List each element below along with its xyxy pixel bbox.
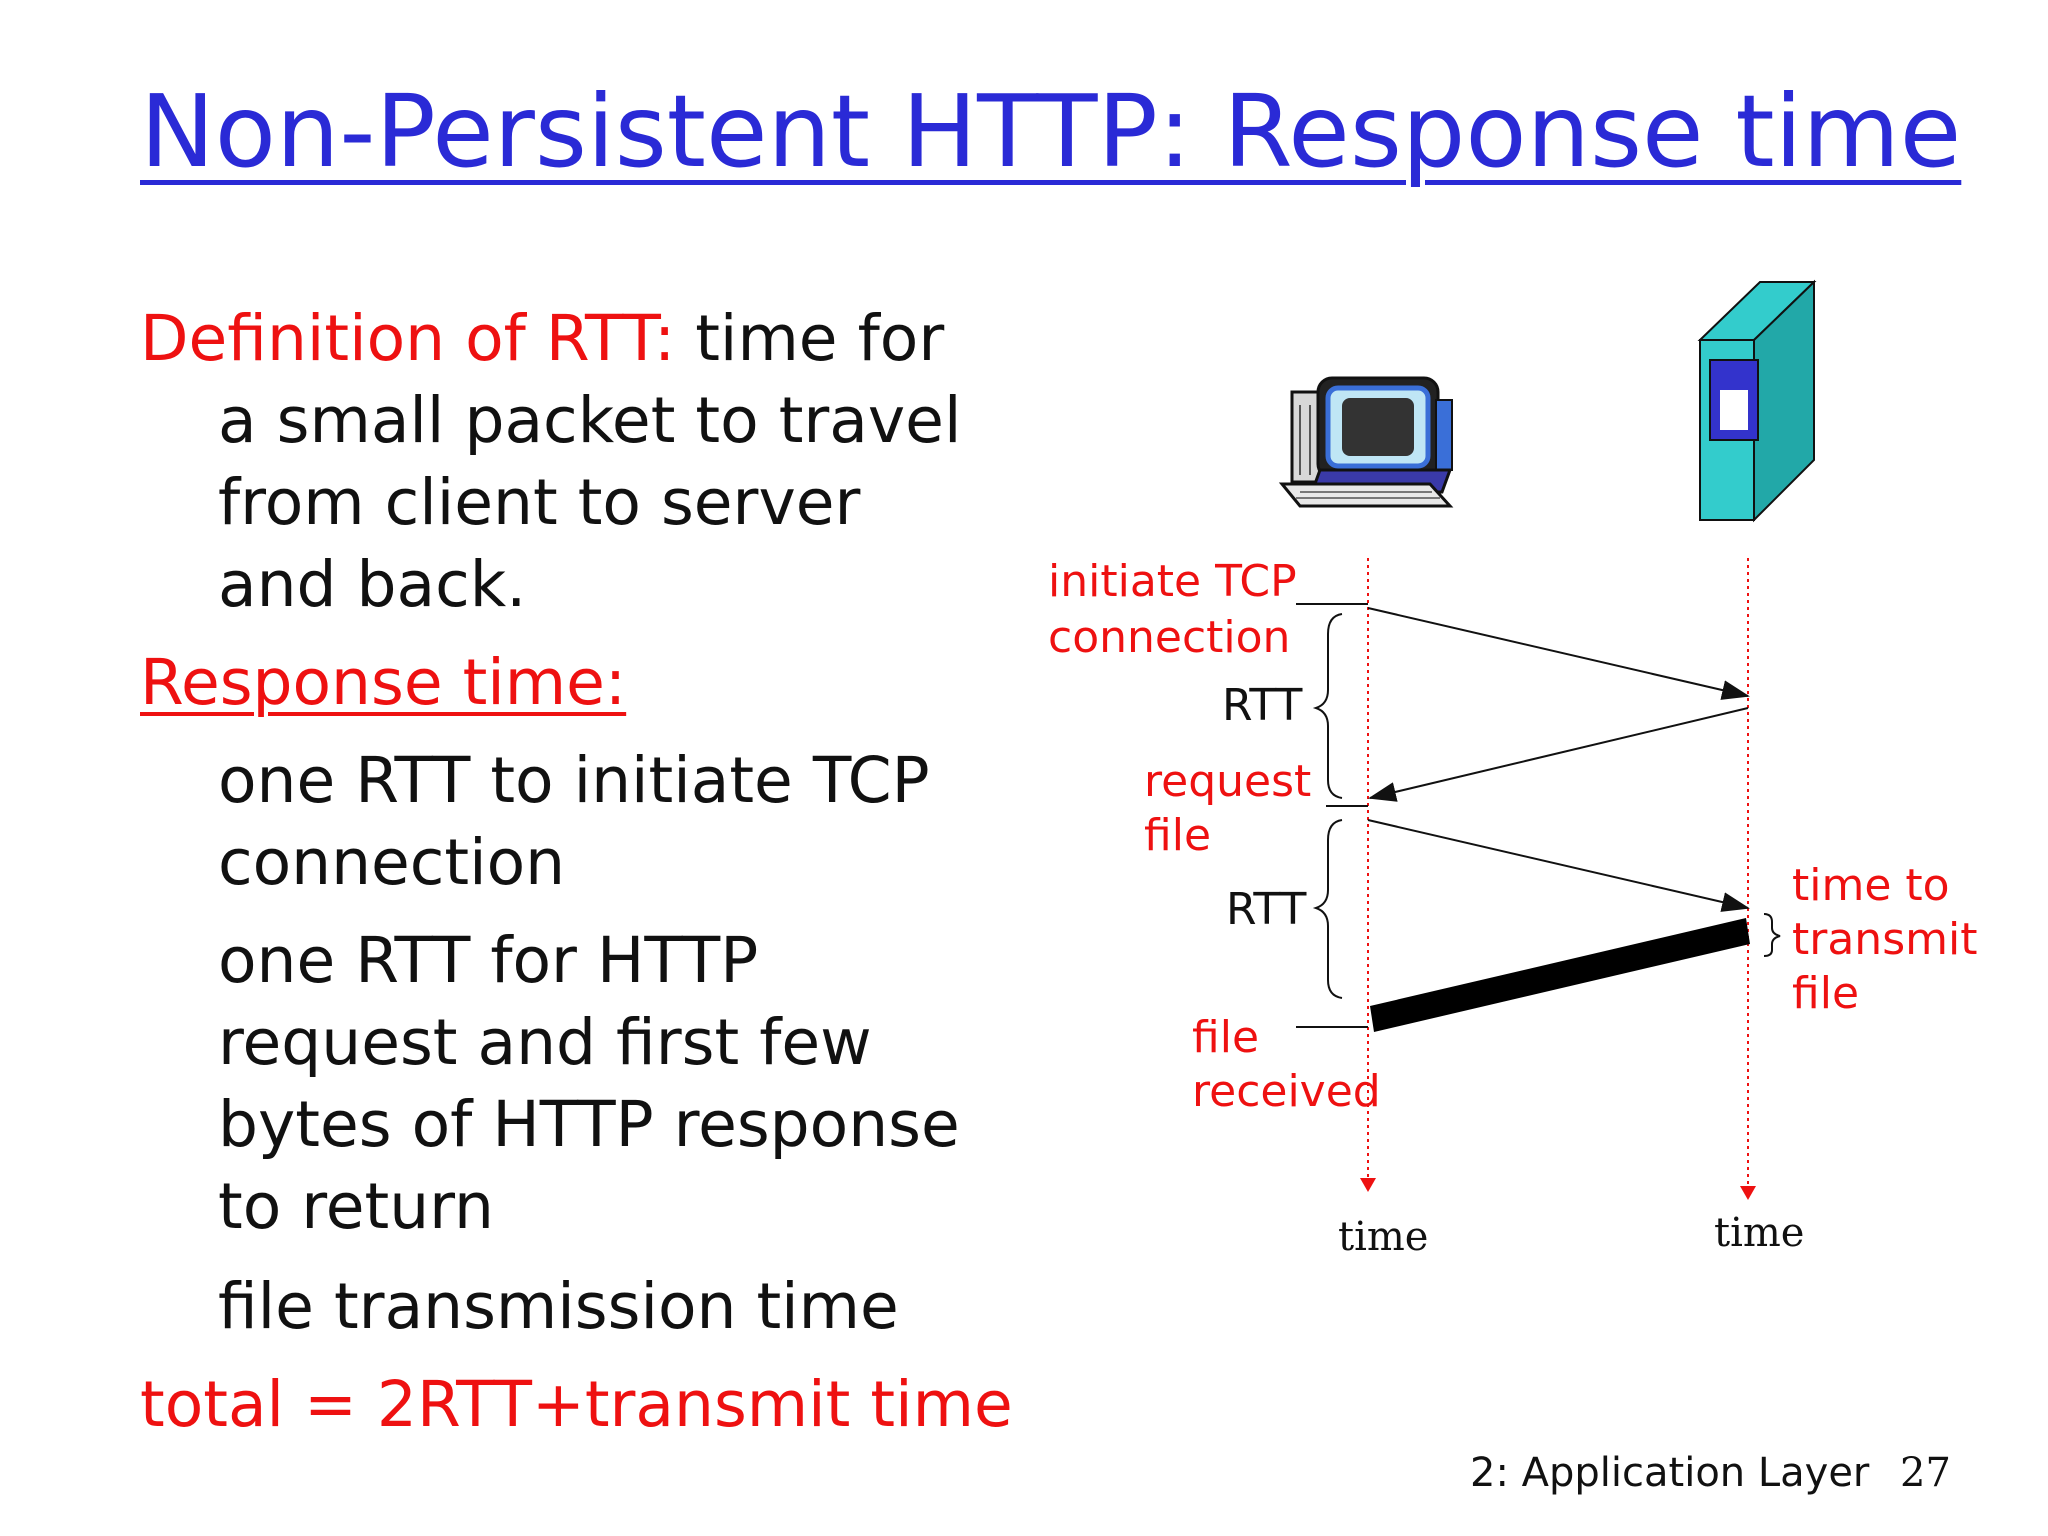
definition-line-2: a small packet to travel [218,384,962,457]
transmit-brace [1763,913,1781,957]
footer-section: 2: Application Layer [1470,1450,1870,1496]
bullet-2-line-1: one RTT for HTTP [218,924,759,997]
time-to-transmit-label-1: time to [1792,860,1950,911]
slide-title: Non-Persistent HTTP: Response time [140,73,1962,190]
rtt-brace-2 [1312,819,1343,999]
bullet-1-line-2: connection [218,826,566,899]
server-time-label: time [1714,1210,1804,1256]
synack-message-arrow [1368,707,1749,802]
file-received-label-1: file [1192,1012,1259,1063]
server-tower-icon [1697,279,1817,523]
time-to-transmit-label-3: file [1792,968,1859,1019]
bullet-3: file transmission time [218,1270,899,1343]
request-file-label-1: request [1144,756,1311,807]
server-timeline-arrowhead [1740,1186,1756,1200]
definition-line-4: and back. [218,548,527,621]
rtt-brace-1 [1312,613,1343,799]
initiate-tcp-label-2: connection [1048,612,1290,663]
request-file-label-2: file [1144,810,1211,861]
client-time-label: time [1338,1214,1428,1260]
bullet-1-line-1: one RTT to initiate TCP [218,744,930,817]
client-timeline-arrowhead [1360,1178,1376,1192]
definition-text-1: time for [695,302,945,375]
response-time-heading: Response time: [140,646,627,719]
syn-message-arrow [1367,607,1750,700]
definition-line-1: Definition of RTT: time for [140,298,944,380]
total-formula: total = 2RTT+transmit time [140,1368,1013,1441]
definition-label: Definition of RTT: [140,302,676,375]
http-request-arrow [1367,819,1750,912]
rtt-label-2: RTT [1226,884,1306,935]
file-received-label-2: received [1192,1066,1381,1117]
time-to-transmit-label-2: transmit [1792,914,1977,965]
file-transfer-bar [1370,918,1750,1032]
definition-line-3: from client to server [218,466,861,539]
bullet-2-line-2: request and first few [218,1006,872,1079]
bullet-2-line-4: to return [218,1170,494,1243]
bullet-2-line-3: bytes of HTTP response [218,1088,960,1161]
computer-icon [1278,376,1454,508]
page-number: 27 [1900,1450,1951,1496]
rtt-label-1: RTT [1222,680,1302,731]
initiate-tcp-label-1: initiate TCP [1048,556,1297,607]
